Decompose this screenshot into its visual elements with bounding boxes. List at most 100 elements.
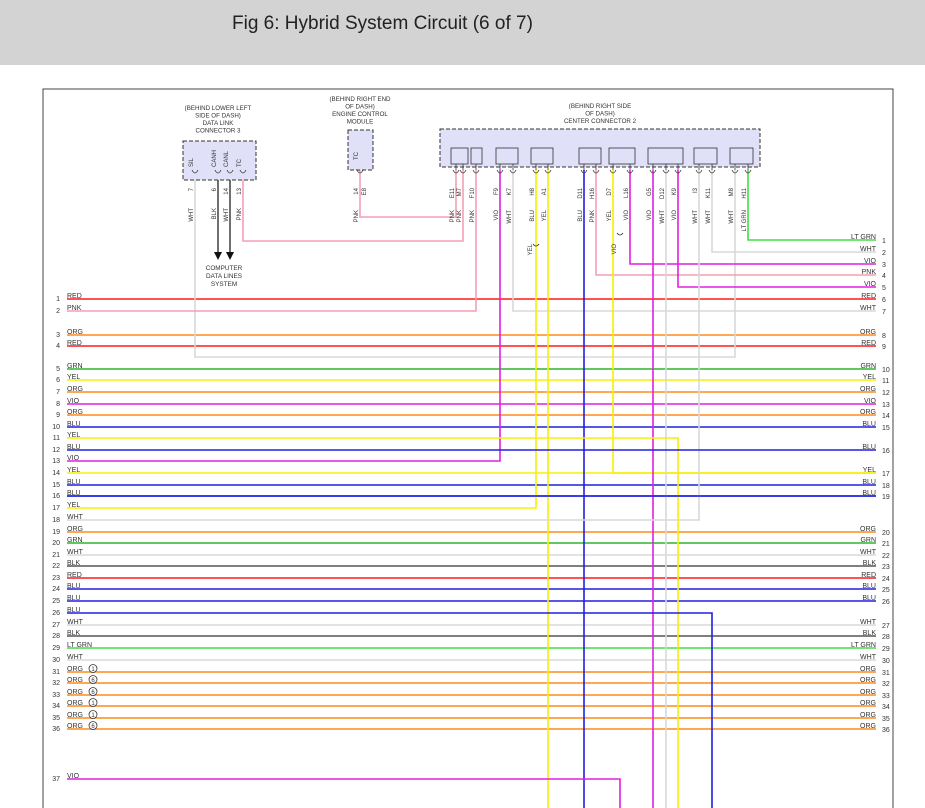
right-row-number: 24	[882, 576, 890, 583]
left-row-number: 29	[52, 645, 60, 652]
left-row-number: 25	[52, 598, 60, 605]
cc2-pin	[731, 169, 739, 174]
wire-row37-vio	[67, 778, 621, 808]
right-row-label: YEL	[863, 374, 876, 381]
ecm-caption: OF DASH)	[345, 104, 375, 111]
wire-h11-ltgrn	[747, 170, 876, 241]
left-row-number: 9	[56, 412, 60, 419]
cc2-wire-color: YEL	[542, 209, 548, 221]
left-row-label: YEL	[67, 467, 80, 474]
left-row-number: 3	[56, 332, 60, 339]
cc2-wire-color: PNK	[470, 210, 476, 222]
figure-title: Fig 6: Hybrid System Circuit (6 of 7)	[232, 13, 533, 34]
cc2-wire-color: WHT	[729, 210, 735, 224]
cc2-wire-color: WHT	[507, 210, 513, 224]
cc2-pin-housing	[470, 147, 483, 165]
left-row-number: 14	[52, 470, 60, 477]
left-row-label: PNK	[67, 305, 82, 312]
cc2-caption: OF DASH)	[585, 111, 615, 118]
cc2-wire-color: VIO	[494, 210, 500, 221]
right-row-label: WHT	[860, 549, 877, 556]
left-row-number: 27	[52, 622, 60, 629]
cc2-pin-number: F10	[470, 187, 476, 198]
left-row-label: WHT	[67, 549, 84, 556]
right-row-number: 35	[882, 716, 890, 723]
cc2-wire-color: YEL	[607, 209, 613, 221]
cc2-pin-number: H8	[530, 187, 536, 195]
splice-mark	[532, 243, 540, 247]
left-row-number: 24	[52, 586, 60, 593]
left-row-label: VIO	[67, 455, 80, 462]
wire-l16-vio	[629, 170, 876, 265]
right-row-label: WHT	[860, 654, 877, 661]
cc2-pin-number: F9	[494, 187, 500, 195]
cc2-wire-color: WHT	[693, 210, 699, 224]
left-row-label: LT GRN	[67, 642, 92, 649]
left-row-label: BLK	[67, 560, 81, 567]
wire-f10-pnk	[67, 170, 477, 312]
dlc-wire-color: WHT	[189, 208, 195, 222]
left-row-number: 30	[52, 657, 60, 664]
right-row-number: 18	[882, 483, 890, 490]
right-row-label: ORG	[860, 409, 876, 416]
cc2-pin	[649, 169, 657, 174]
cc2-pin-number: D11	[578, 187, 584, 198]
right-row-number: 30	[882, 658, 890, 665]
left-row-number: 4	[56, 343, 60, 350]
left-row-label: ORG	[67, 666, 83, 673]
left-row-label: ORG	[67, 677, 83, 684]
cc2-pin-number: K11	[706, 187, 712, 198]
right-row-number: 26	[882, 599, 890, 606]
right-row-label: ORG	[860, 666, 876, 673]
right-row-number: 22	[882, 553, 890, 560]
right-row-label: RED	[861, 572, 876, 579]
right-row-number: 7	[882, 309, 886, 316]
right-row-label: BLK	[863, 560, 877, 567]
cc2-wire-color: VIO	[647, 210, 653, 221]
cdl-caption: COMPUTER	[206, 265, 243, 272]
right-row-label: GRN	[860, 537, 876, 544]
note-circle	[88, 698, 98, 707]
right-row-number: 27	[882, 623, 890, 630]
left-row-label: VIO	[67, 398, 80, 405]
left-row-label: RED	[67, 293, 82, 300]
ecm-caption: (BEHIND RIGHT END	[329, 96, 391, 103]
right-row-label: BLU	[862, 479, 876, 486]
right-row-number: 21	[882, 541, 890, 548]
right-row-label: GRN	[860, 363, 876, 370]
ecm-wire-color: PNK	[354, 210, 360, 222]
right-row-number: 14	[882, 413, 890, 420]
right-row-number: 19	[882, 494, 890, 501]
left-row-number: 26	[52, 610, 60, 617]
dlc-pin-name: SIL	[189, 157, 195, 167]
note-circle	[88, 687, 98, 696]
left-row-label: ORG	[67, 409, 83, 416]
cc2-caption: (BEHIND RIGHT SIDE	[569, 103, 631, 110]
right-row-number: 34	[882, 704, 890, 711]
cc2-pin-number: D7	[607, 187, 613, 195]
right-row-number: 36	[882, 727, 890, 734]
cc2-pin	[459, 169, 467, 174]
cc2-pin	[708, 169, 716, 174]
cc2-pin-housing	[578, 147, 602, 165]
cc2-pin-number: M7	[457, 187, 463, 196]
wire-h8-yel	[67, 170, 537, 509]
note-number: 6	[91, 690, 95, 696]
ecm-pin	[356, 169, 364, 174]
dlc-wire-color: BLK	[212, 208, 218, 219]
left-row-label: RED	[67, 572, 82, 579]
cdl-caption: DATA LINES	[206, 273, 242, 280]
wire-k11-wht	[711, 170, 876, 253]
cc2-pin-number: K7	[507, 187, 513, 195]
left-row-number: 19	[52, 529, 60, 536]
wire-d7-yel	[612, 170, 876, 474]
wire-k7-wht	[512, 170, 876, 312]
cc2-pin-number: I3	[693, 187, 699, 193]
diagram-frame	[42, 88, 894, 808]
ecm-caption: MODULE	[347, 119, 373, 126]
dlc-pin	[214, 169, 222, 174]
cc2-pin-housing	[693, 147, 718, 165]
right-row-number: 25	[882, 587, 890, 594]
cc2-pin-housing	[608, 147, 636, 165]
cc2-pin-housing	[495, 147, 519, 165]
